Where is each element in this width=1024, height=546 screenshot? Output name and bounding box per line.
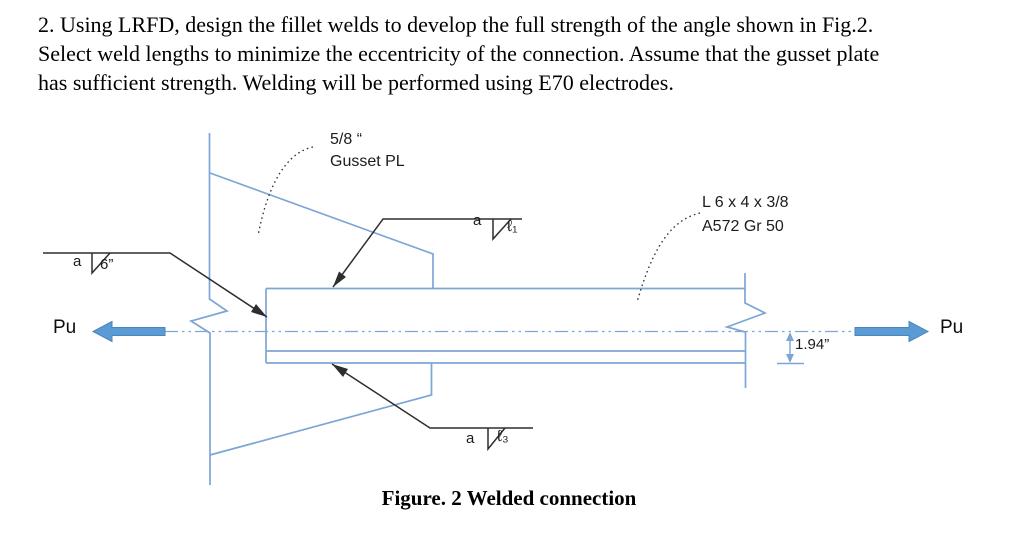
angle-grade-label: A572 Gr 50: [702, 218, 784, 235]
problem-line-3: has sufficient strength. Welding will be…: [38, 70, 674, 95]
problem-line-1: 2. Using LRFD, design the fillet welds t…: [38, 12, 874, 37]
load-arrow-left: [91, 320, 166, 343]
gusset-thickness-label: 5/8 “: [330, 131, 363, 148]
weld-bottom-size: a: [466, 430, 475, 447]
weld-left-size: a: [73, 253, 82, 270]
load-label-right: Pu: [940, 317, 964, 338]
weld-top-length: ℓ₁: [507, 218, 518, 235]
weld-top-size: a: [473, 212, 482, 229]
gusset-plate-label: Gusset PL: [330, 153, 405, 170]
gusset-plate-outline: [209, 172, 434, 456]
weld-left-length: 6”: [100, 256, 114, 273]
gusset-label-leader: [257, 146, 314, 237]
load-label-left: Pu: [53, 317, 77, 338]
angle-member-outline: [265, 287, 745, 364]
problem-line-2: Select weld lengths to minimize the ecce…: [38, 41, 880, 66]
support-edge-line: [188, 133, 229, 485]
eccentricity-label: 1.94”: [795, 336, 830, 353]
weld-symbol-left: [43, 252, 268, 318]
eccentricity-dimension: [777, 332, 804, 365]
weld-bottom-length: ℓ₃: [497, 428, 509, 445]
angle-break-line: [724, 273, 768, 388]
problem-statement: 2. Using LRFD, design the fillet welds t…: [38, 10, 998, 97]
weld-symbol-top: [332, 218, 522, 288]
angle-size-label: L 6 x 4 x 3/8: [702, 194, 789, 211]
weld-symbol-bottom: [331, 363, 533, 452]
figure-caption: Figure. 2 Welded connection: [381, 486, 637, 510]
load-arrow-right: [854, 320, 930, 343]
